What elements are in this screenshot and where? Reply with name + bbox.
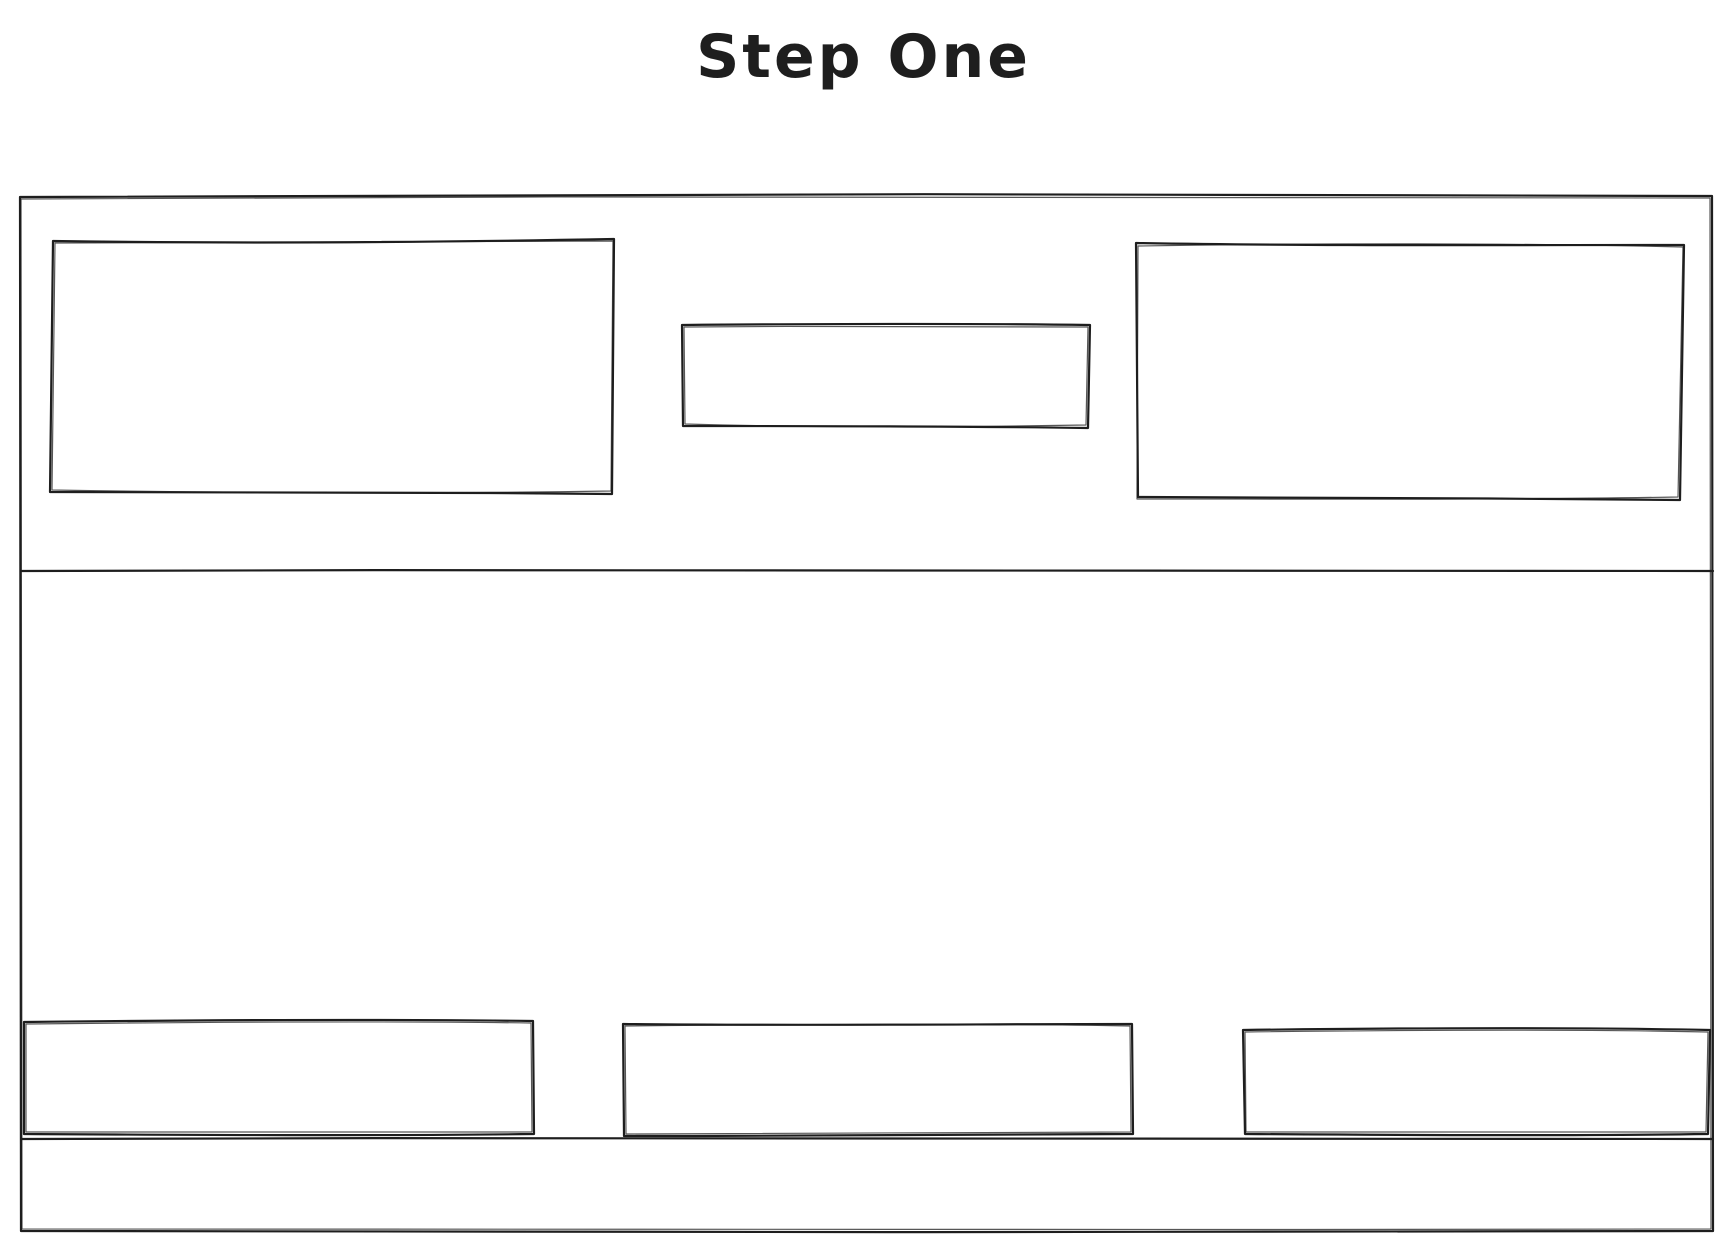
diagram-title: Step One <box>696 22 1031 92</box>
header-divider <box>20 568 1715 573</box>
bottom-center-box <box>621 1022 1135 1138</box>
bottom-right-box <box>1241 1027 1712 1137</box>
outer-frame <box>18 193 1715 1234</box>
header-left-box <box>48 237 616 496</box>
footer-divider <box>20 1136 1715 1141</box>
bottom-left-box <box>22 1018 536 1137</box>
header-center-box <box>680 322 1092 430</box>
header-right-box <box>1134 241 1686 502</box>
